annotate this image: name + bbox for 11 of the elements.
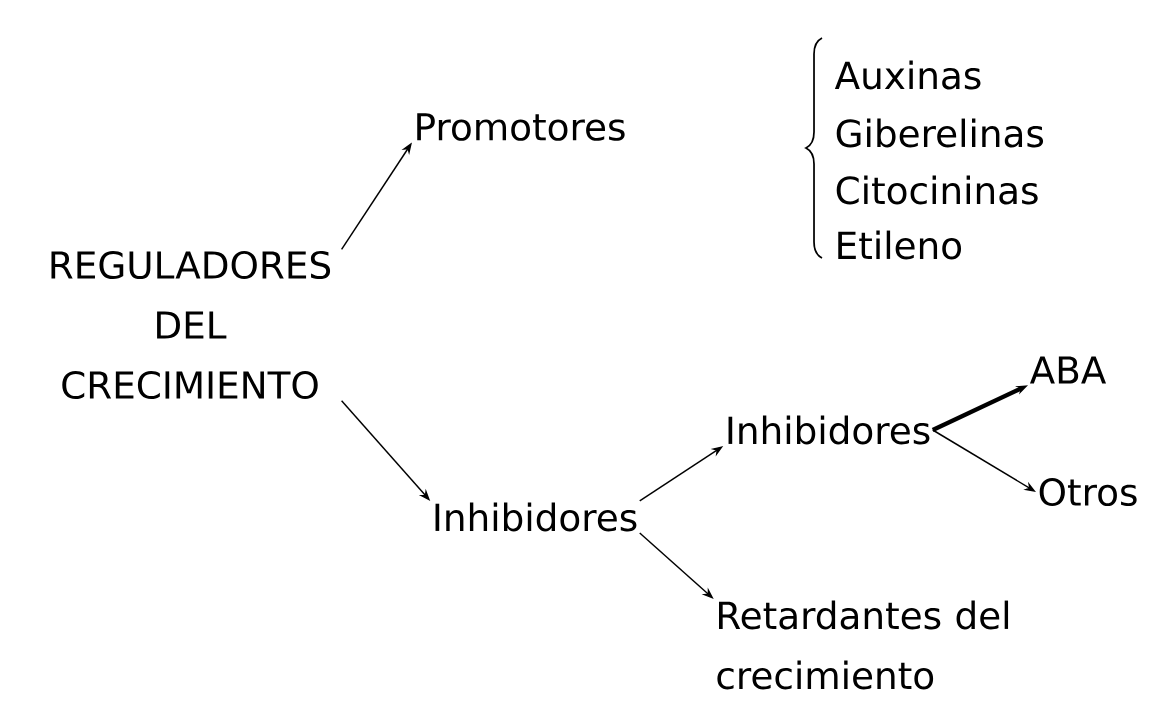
list-item: Citocininas (836, 175, 1038, 205)
concept-text: ABA (1029, 356, 1107, 384)
concept-text: Inhibidores (728, 415, 930, 445)
concept-text: Retardantes del crecimiento (717, 600, 1009, 690)
concept-text: REGULADORES DEL CRECIMIENTO (51, 250, 331, 400)
concept-text: Otros (1039, 477, 1137, 507)
list-item: Etileno (838, 230, 961, 260)
concept-text: Inhibidores (435, 502, 637, 532)
list-item: Giberelinas (836, 118, 1044, 148)
list-item: Auxinas (834, 60, 981, 90)
concept-text: Promotores (417, 113, 625, 141)
